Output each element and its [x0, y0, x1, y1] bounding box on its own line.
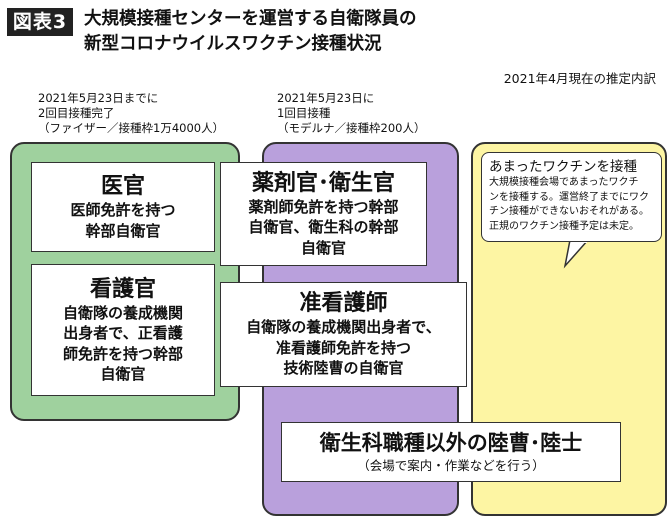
box-junkangoshi-line-2: 准看護師免許を持つ	[275, 338, 411, 357]
box-yakuzaikan-line-2: 自衛官、衛生科の幹部	[248, 218, 399, 237]
box-junkangoshi-title: 准看護師	[299, 291, 388, 317]
box-kangokan-title: 看護官	[89, 276, 156, 302]
note-left-line-3: （ファイザー／接種枠1万4000人）	[38, 121, 225, 135]
box-yakuzaikan-line-3: 自衛官	[300, 238, 346, 257]
box-other-personnel: 衛生科職種以外の陸曹･陸士 （会場で案内・作業などを行う）	[281, 422, 621, 482]
page-title: 大規模接種センターを運営する自衛隊員の 新型コロナウイルスワクチン接種状況	[84, 7, 417, 57]
speech-line-1: 大規模接種会場であまったワクチ	[489, 177, 639, 188]
speech-line-4: 正規のワクチン接種予定は未定。	[489, 220, 639, 232]
box-other-title: 衛生科職種以外の陸曹･陸士	[319, 431, 583, 455]
box-kangokan: 看護官 自衛隊の養成機関 出身者で、正看護 師免許を持つ幹部 自衛官	[31, 264, 215, 396]
title-line-2: 新型コロナウイルスワクチン接種状況	[84, 34, 382, 54]
note-middle: 2021年5月23日に 1回目接種 （モデルナ／接種枠200人）	[277, 91, 425, 136]
box-kangokan-line-4: 自衛官	[100, 365, 146, 383]
note-middle-line-1: 2021年5月23日に	[277, 91, 375, 105]
box-kangokan-line-3: 師免許を持つ幹部	[62, 344, 183, 363]
box-ikan-line-1: 医師免許を持つ	[70, 201, 176, 219]
note-left: 2021年5月23日までに 2回目接種完了 （ファイザー／接種枠1万4000人）	[38, 91, 224, 136]
note-middle-line-3: （モデルナ／接種枠200人）	[277, 121, 426, 135]
estimate-subtitle: 2021年4月現在の推定内訳	[503, 71, 656, 86]
box-kangokan-line-2: 出身者で、正看護	[63, 324, 183, 342]
speech-bubble: あまったワクチンを接種 大規模接種会場であまったワクチ ンを接種する。運営終了ま…	[481, 152, 662, 242]
speech-line-2: ンを接種する。運営終了までにワク	[489, 191, 649, 203]
box-kangokan-line-1: 自衛隊の養成機関	[62, 303, 183, 322]
box-yakuzaikan-line-1: 薬剤師免許を持つ幹部	[248, 197, 399, 216]
box-junkangoshi: 准看護師 自衛隊の養成機関出身者で、 准看護師免許を持つ 技術陸曹の自衛官	[220, 282, 467, 387]
figure-label: 図表3	[7, 8, 73, 36]
box-yakuzaikan: 薬剤官･衛生官 薬剤師免許を持つ幹部 自衛官、衛生科の幹部 自衛官	[220, 162, 427, 266]
speech-line-3: チン接種ができないおそれがある。	[489, 206, 649, 217]
note-left-line-2: 2回目接種完了	[38, 106, 115, 120]
box-ikan-line-2: 幹部自衛官	[85, 221, 161, 240]
box-ikan: 医官 医師免許を持つ 幹部自衛官	[31, 162, 215, 252]
note-middle-line-2: 1回目接種	[277, 106, 331, 120]
box-yakuzaikan-title: 薬剤官･衛生官	[251, 170, 395, 196]
title-line-1: 大規模接種センターを運営する自衛隊員の	[84, 9, 417, 29]
speech-title: あまったワクチンを接種	[489, 159, 637, 175]
box-ikan-title: 医官	[100, 174, 145, 199]
speech-bubble-tail	[563, 239, 590, 269]
box-other-sub: （会場で案内・作業などを行う）	[357, 458, 545, 473]
box-junkangoshi-line-3: 技術陸曹の自衛官	[283, 359, 404, 378]
box-junkangoshi-line-1: 自衛隊の養成機関出身者で、	[246, 318, 441, 337]
note-left-line-1: 2021年5月23日までに	[38, 91, 159, 105]
